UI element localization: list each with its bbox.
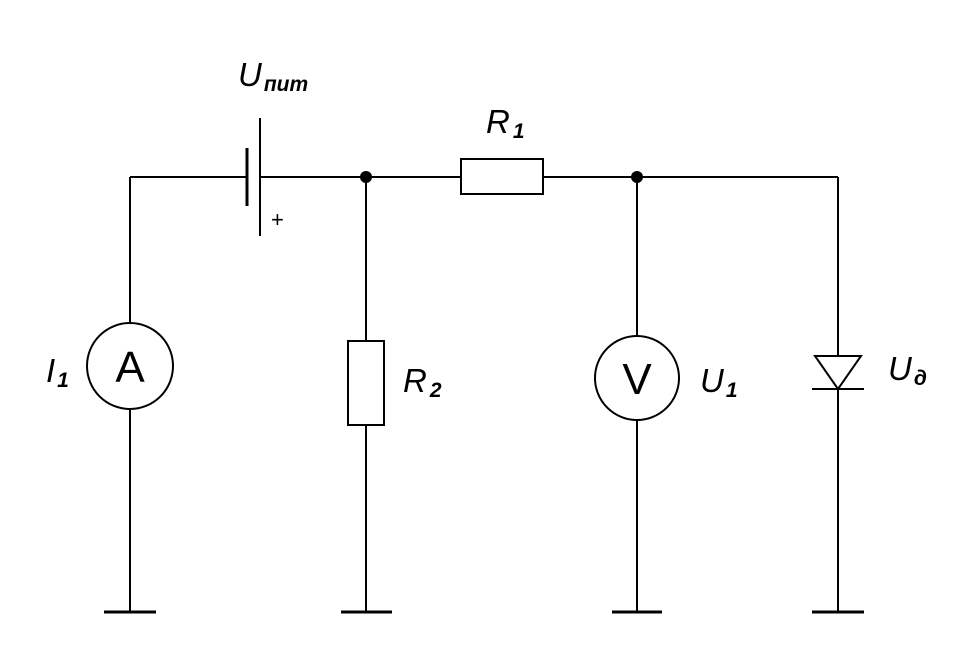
voltmeter-symbol: V (622, 355, 652, 404)
resistor-r1-body (460, 158, 544, 195)
voltmeter: V U1 (594, 177, 738, 614)
diode-label-sub: д (914, 367, 927, 390)
battery-label-sub: пит (264, 73, 308, 96)
battery-polarity: + (271, 207, 284, 232)
resistor-r1-label-main: R (486, 103, 510, 140)
diode-label-main: U (888, 350, 912, 387)
resistor-r2-body (347, 340, 385, 426)
ammeter-symbol: A (115, 343, 145, 392)
voltmeter-label: U1 (700, 362, 738, 402)
ammeter-label-main: I (46, 352, 55, 389)
battery: + Uпит (238, 56, 308, 236)
battery-label-main: U (238, 56, 262, 93)
resistor-r2-label-main: R (403, 362, 427, 399)
resistor-r1-label-sub: 1 (513, 120, 525, 143)
diode-triangle (813, 355, 863, 391)
diode: Uд (812, 177, 927, 614)
voltmeter-label-sub: 1 (726, 379, 738, 402)
diode-label: Uд (888, 350, 927, 390)
resistor-r2-label-sub: 2 (429, 379, 442, 402)
ammeter-label-sub: 1 (57, 369, 69, 392)
battery-label: Uпит (238, 56, 308, 96)
ammeter: A I1 (46, 322, 174, 614)
top-wires (129, 176, 838, 322)
voltmeter-label-main: U (700, 362, 724, 399)
ammeter-label: I1 (46, 352, 69, 392)
